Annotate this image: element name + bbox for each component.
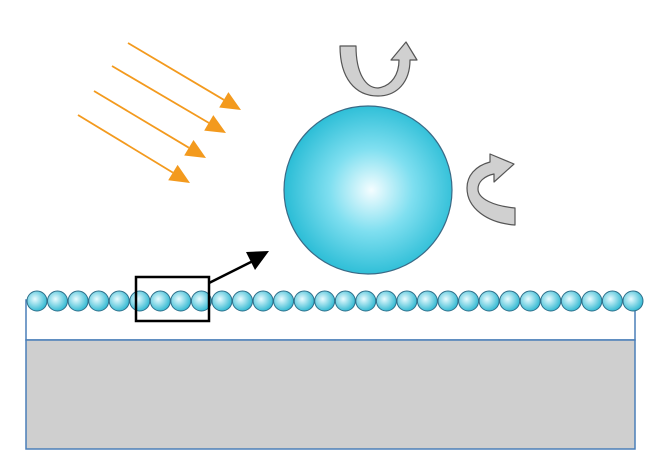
pointer-arrow-icon <box>208 251 269 285</box>
bead <box>232 290 253 312</box>
curved-arrow-icon <box>466 153 516 226</box>
bead <box>149 290 171 312</box>
bead <box>560 290 582 312</box>
bead <box>273 290 295 312</box>
bead <box>211 290 233 312</box>
bead <box>581 290 603 312</box>
bead <box>252 290 274 312</box>
bead <box>375 290 397 312</box>
bead <box>437 290 459 312</box>
bead <box>540 290 562 312</box>
sphere <box>283 105 453 275</box>
light-ray-arrow-icon <box>93 90 206 158</box>
substrate-base <box>25 339 636 450</box>
bead <box>129 290 151 312</box>
bead <box>88 290 110 312</box>
zoom-frame <box>134 275 211 323</box>
curved-arrow-icon <box>339 41 418 97</box>
bead <box>314 290 336 312</box>
bead <box>519 290 541 312</box>
bead <box>622 290 644 312</box>
bead <box>416 290 438 312</box>
bead <box>108 290 130 312</box>
bead <box>355 290 377 312</box>
bead <box>396 290 418 312</box>
light-rays <box>77 42 241 183</box>
bead <box>47 290 68 312</box>
bead <box>170 290 192 312</box>
bead <box>601 290 623 312</box>
bead <box>478 290 500 312</box>
light-ray-arrow-icon <box>111 65 226 133</box>
bead <box>67 290 89 312</box>
bead <box>458 290 480 312</box>
bead <box>334 290 356 312</box>
light-ray-arrow-icon <box>127 42 241 110</box>
light-ray-arrow-icon <box>77 114 190 183</box>
bead <box>26 290 48 312</box>
bead <box>190 290 212 312</box>
bead-row <box>26 290 644 312</box>
bead <box>499 290 521 312</box>
substrate <box>25 299 636 450</box>
bead <box>293 290 315 312</box>
